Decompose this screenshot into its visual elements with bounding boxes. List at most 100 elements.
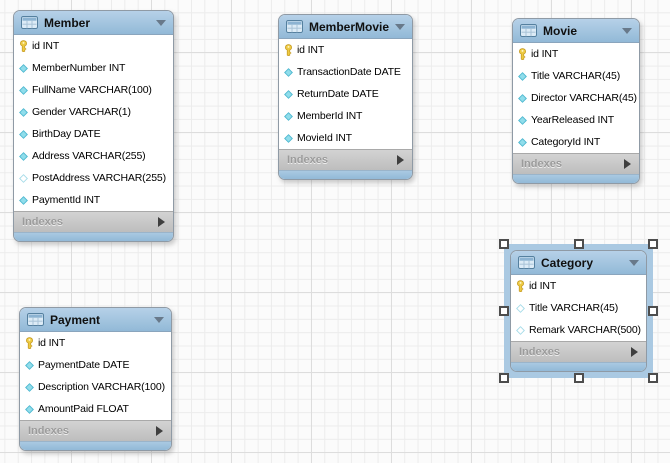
table-member[interactable]: Member id INT MemberNumber INT FullName … — [13, 10, 174, 242]
table-bottom-strip — [20, 441, 171, 450]
table-membermovie[interactable]: MemberMovie id INT TransactionDate DATE … — [278, 14, 413, 180]
expand-indexes-icon[interactable] — [156, 426, 163, 436]
column-row[interactable]: MemberId INT — [279, 105, 412, 127]
selection-handle-bottom-right[interactable] — [648, 373, 658, 383]
column-row[interactable]: Director VARCHAR(45) — [513, 87, 639, 109]
column-row[interactable]: FullName VARCHAR(100) — [14, 79, 173, 101]
column-row[interactable]: MemberNumber INT — [14, 57, 173, 79]
indexes-label: Indexes — [287, 154, 328, 166]
column-row[interactable]: TransactionDate DATE — [279, 61, 412, 83]
selection-handle-middle-left[interactable] — [499, 306, 509, 316]
collapse-arrow-icon[interactable] — [395, 23, 406, 30]
column-icon — [518, 71, 527, 81]
table-movie[interactable]: Movie id INT Title VARCHAR(45) Director … — [512, 18, 640, 184]
collapse-arrow-icon[interactable] — [154, 316, 164, 323]
table-category[interactable]: Category id INT Title VARCHAR(45) Remark… — [510, 250, 647, 372]
table-icon — [27, 313, 44, 326]
column-nullable-icon — [516, 325, 525, 335]
selection-handle-top-middle[interactable] — [573, 239, 584, 249]
column-row[interactable]: Title VARCHAR(45) — [511, 297, 646, 319]
indexes-bar[interactable]: Indexes — [279, 149, 412, 170]
primary-key-icon — [19, 40, 28, 52]
column-row[interactable]: id INT — [511, 275, 646, 297]
selection-handle-bottom-left[interactable] — [499, 373, 509, 383]
table-title: Category — [541, 255, 594, 270]
column-icon — [518, 93, 527, 103]
column-row[interactable]: id INT — [513, 43, 639, 65]
column-text: MovieId INT — [297, 132, 352, 144]
column-text: Description VARCHAR(100) — [38, 381, 165, 393]
table-movie-header[interactable]: Movie — [513, 19, 639, 43]
table-title: Payment — [50, 312, 101, 327]
expand-indexes-icon[interactable] — [624, 159, 631, 169]
column-text: id INT — [529, 280, 557, 292]
table-icon — [520, 24, 537, 37]
expand-indexes-icon[interactable] — [158, 217, 165, 227]
selection-handle-bottom-middle[interactable] — [573, 373, 584, 383]
expand-indexes-icon[interactable] — [631, 347, 638, 357]
column-icon — [19, 107, 28, 117]
collapse-arrow-icon[interactable] — [622, 27, 632, 34]
column-text: Address VARCHAR(255) — [32, 150, 146, 162]
indexes-bar[interactable]: Indexes — [513, 153, 639, 174]
column-icon — [19, 63, 28, 73]
column-row[interactable]: PostAddress VARCHAR(255) — [14, 167, 173, 189]
selection-handle-middle-right[interactable] — [648, 306, 658, 316]
table-payment-header[interactable]: Payment — [20, 308, 171, 332]
column-icon — [284, 89, 293, 99]
indexes-label: Indexes — [519, 346, 560, 358]
collapse-arrow-icon[interactable] — [156, 19, 166, 26]
column-row[interactable]: ReturnDate DATE — [279, 83, 412, 105]
column-text: Title VARCHAR(45) — [531, 70, 621, 82]
column-row[interactable]: YearReleased INT — [513, 109, 639, 131]
primary-key-icon — [516, 280, 525, 292]
column-row[interactable]: Gender VARCHAR(1) — [14, 101, 173, 123]
indexes-bar[interactable]: Indexes — [20, 420, 171, 441]
column-nullable-icon — [516, 303, 525, 313]
column-row[interactable]: BirthDay DATE — [14, 123, 173, 145]
table-membermovie-header[interactable]: MemberMovie — [279, 15, 412, 39]
column-row[interactable]: CategoryId INT — [513, 131, 639, 153]
column-list: id INT Title VARCHAR(45) Remark VARCHAR(… — [511, 275, 646, 341]
table-payment[interactable]: Payment id INT PaymentDate DATE Descript… — [19, 307, 172, 451]
primary-key-icon — [284, 44, 293, 56]
column-row[interactable]: PaymentDate DATE — [20, 354, 171, 376]
table-category-header[interactable]: Category — [511, 251, 646, 275]
column-row[interactable]: MovieId INT — [279, 127, 412, 149]
column-row[interactable]: id INT — [14, 35, 173, 57]
column-text: id INT — [531, 48, 559, 60]
selection-handle-top-left[interactable] — [499, 239, 509, 249]
indexes-label: Indexes — [521, 158, 562, 170]
table-bottom-strip — [511, 362, 646, 371]
primary-key-icon — [518, 48, 527, 60]
column-text: PostAddress VARCHAR(255) — [32, 172, 166, 184]
expand-indexes-icon[interactable] — [397, 155, 404, 165]
column-text: id INT — [32, 40, 60, 52]
table-bottom-strip — [513, 174, 639, 183]
column-icon — [19, 195, 28, 205]
column-text: YearReleased INT — [531, 114, 615, 126]
column-row[interactable]: PaymentId INT — [14, 189, 173, 211]
column-row[interactable]: Title VARCHAR(45) — [513, 65, 639, 87]
column-row[interactable]: AmountPaid FLOAT — [20, 398, 171, 420]
column-text: id INT — [297, 44, 325, 56]
column-row[interactable]: id INT — [20, 332, 171, 354]
column-row[interactable]: Remark VARCHAR(500) — [511, 319, 646, 341]
table-title: Member — [44, 15, 91, 30]
indexes-bar[interactable]: Indexes — [14, 211, 173, 232]
selection-handle-top-right[interactable] — [648, 239, 658, 249]
column-text: Remark VARCHAR(500) — [529, 324, 641, 336]
indexes-label: Indexes — [28, 425, 69, 437]
selection-frame[interactable]: Category id INT Title VARCHAR(45) Remark… — [499, 239, 658, 383]
column-row[interactable]: id INT — [279, 39, 412, 61]
column-text: AmountPaid FLOAT — [38, 403, 129, 415]
indexes-bar[interactable]: Indexes — [511, 341, 646, 362]
column-icon — [284, 133, 293, 143]
table-title: MemberMovie — [309, 19, 390, 34]
collapse-arrow-icon[interactable] — [629, 259, 639, 266]
column-row[interactable]: Address VARCHAR(255) — [14, 145, 173, 167]
column-row[interactable]: Description VARCHAR(100) — [20, 376, 171, 398]
table-member-header[interactable]: Member — [14, 11, 173, 35]
table-icon — [21, 16, 38, 29]
